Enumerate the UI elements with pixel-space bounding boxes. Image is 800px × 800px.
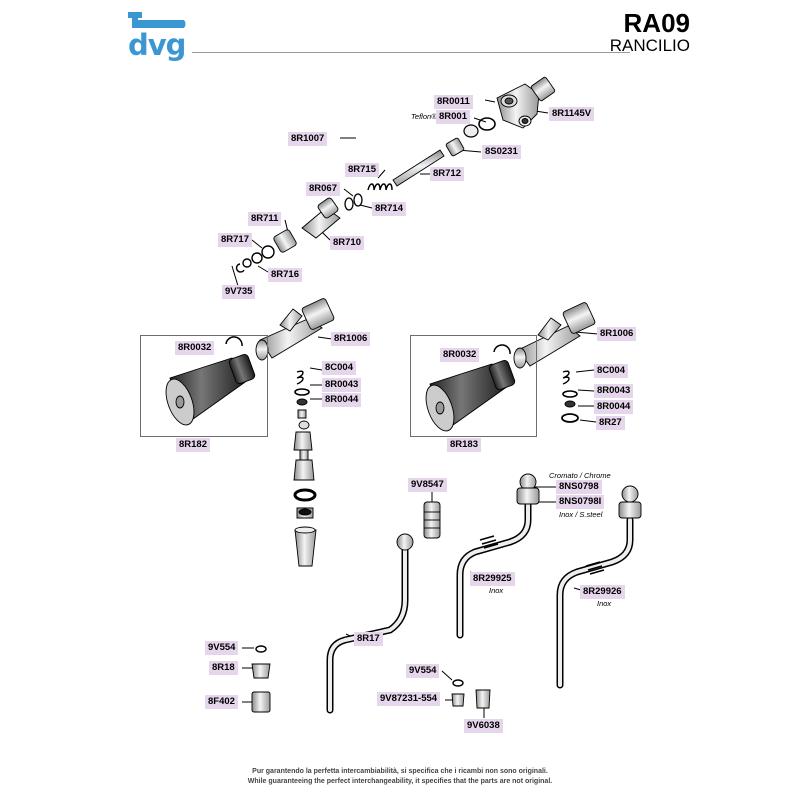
part-label-8R067: 8R067 [306,182,340,196]
part-label-8R0043-left: 8R0043 [322,378,362,392]
part-label-8R0011: 8R0011 [434,95,473,109]
part-label-8NS0798: 8NS0798 [556,480,602,494]
part-label-9V8547: 9V8547 [408,478,447,492]
part-label-8R001: 8R001 [436,110,470,124]
part-label-8R183: 8R183 [447,438,481,452]
part-label-9V87231-554: 9V87231-554 [377,692,441,706]
tap-icon [128,12,186,28]
logo-text: dvg [128,28,186,62]
dvg-logo [122,10,192,62]
part-label-8R0044-left: 8R0044 [322,393,362,407]
part-label-9V554-right: 9V554 [406,664,440,678]
part-label-8S0231: 8S0231 [482,145,521,159]
part-label-8R712: 8R712 [430,167,464,181]
inox-steel-note: Inox / S.steel [559,510,603,519]
knob-box-right [410,335,537,437]
part-label-8R710: 8R710 [330,236,364,250]
knob-box-left [140,335,268,437]
part-label-9V6038: 9V6038 [464,719,503,733]
part-label-8R182: 8R182 [176,438,210,452]
part-label-8R717: 8R717 [218,233,252,247]
part-label-8R711: 8R711 [248,212,282,226]
part-label-8R29926: 8R29926 [580,585,625,599]
part-label-8R0043-right: 8R0043 [594,384,634,398]
part-label-8R1007: 8R1007 [288,132,328,146]
part-label-8R27: 8R27 [596,416,625,430]
part-label-8R0032-left: 8R0032 [175,341,215,355]
header-divider [192,52,630,53]
part-label-8R17: 8R17 [354,632,383,646]
part-label-8F402: 8F402 [205,695,238,709]
chrome-note: Cromato / Chrome [549,471,611,480]
part-label-9V735: 9V735 [222,285,256,299]
brand-title: RANCILIO [609,36,690,55]
part-label-8R1145V: 8R1145V [549,107,595,121]
part-label-8R716: 8R716 [268,268,302,282]
part-label-9V554-left: 9V554 [205,641,239,655]
footer-disclaimer-en: While guaranteeing the perfect interchan… [247,778,553,785]
part-label-8C004-right: 8C004 [594,364,628,378]
part-label-8R0032-right: 8R0032 [440,348,480,362]
part-label-8R18: 8R18 [209,661,238,675]
inox-note-2: Inox [597,599,612,608]
part-label-8C004-left: 8C004 [322,361,356,375]
part-label-8R1006-right: 8R1006 [597,327,637,341]
footer-disclaimer-it: Pur garantendo la perfetta intercambiabi… [252,768,548,775]
part-label-8R714: 8R714 [372,202,406,216]
part-label-8R0044-right: 8R0044 [594,400,634,414]
part-label-8R1006-left: 8R1006 [331,332,371,346]
model-title: RA09 [623,8,690,38]
part-label-8NS0798I: 8NS0798I [556,495,605,509]
teflon-note: Teflon® [411,112,437,121]
part-label-8R715: 8R715 [345,163,379,177]
inox-note-1: Inox [489,586,504,595]
part-label-8R29925: 8R29925 [470,572,515,586]
